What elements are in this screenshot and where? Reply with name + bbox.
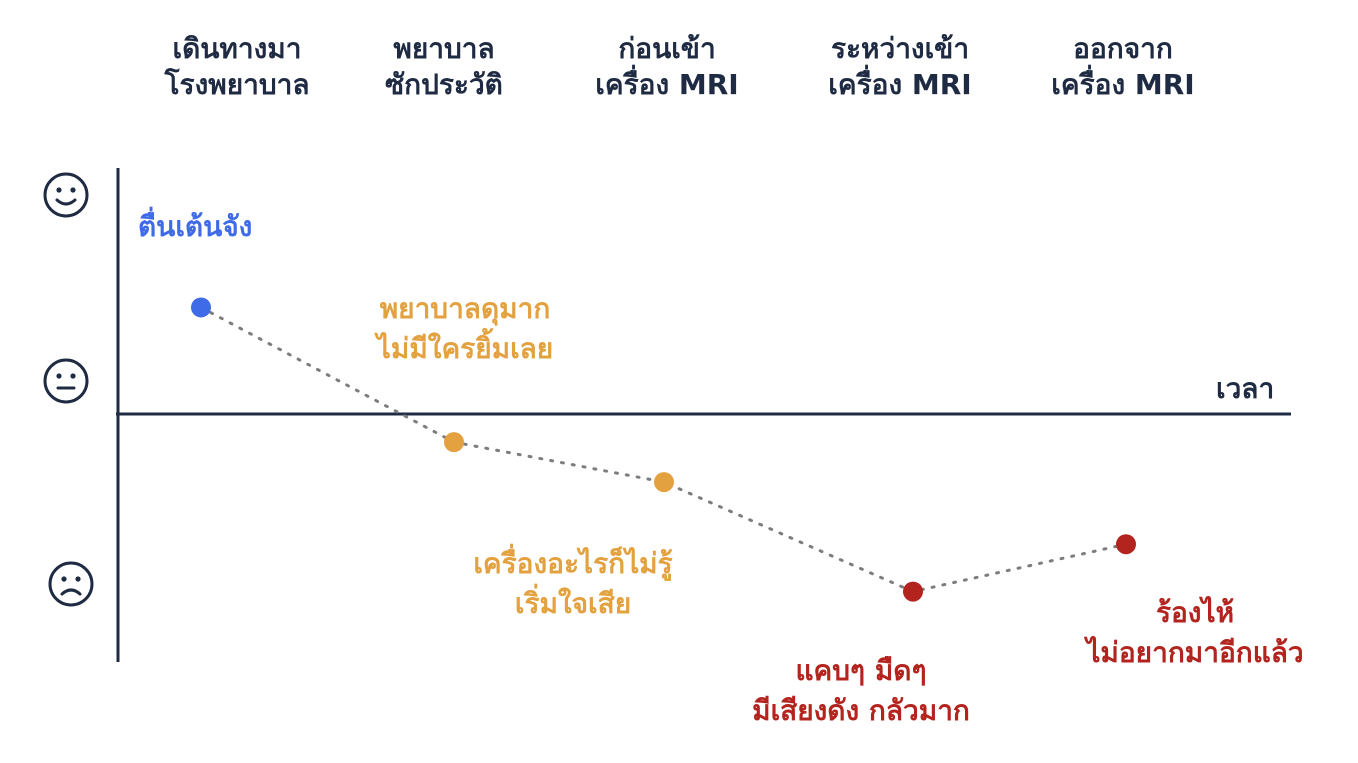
annotation-unknown-machine: เครื่องอะไรก็ไม่รู้ เริ่มใจเสีย [437, 544, 709, 624]
journey-point [444, 432, 464, 453]
annotation-line2: เริ่มใจเสีย [514, 587, 632, 620]
journey-points [191, 297, 1136, 602]
neutral-face-icon [43, 358, 89, 404]
annotation-crying: ร้องไห้ ไม่อยากมาอีกแล้ว [1060, 593, 1330, 673]
stage-title-before-mri: ก่อนเข้า เครื่อง MRI [557, 31, 777, 103]
journey-point [654, 472, 674, 493]
stage-title-during-mri: ระหว่างเข้า เครื่อง MRI [790, 31, 1010, 103]
stage-title-line1: เดินทางมา [172, 32, 302, 65]
stage-title-line2: ซักประวัติ [385, 68, 503, 101]
stage-title-nurse-history: พยาบาล ซักประวัติ [334, 31, 554, 103]
annotation-excited: ตื่นเต้นจัง [138, 207, 252, 247]
stage-title-line1: ออกจาก [1073, 32, 1173, 65]
annotation-dark-cramped: แคบๆ มืดๆ มีเสียงดัง กลัวมาก [719, 651, 1003, 731]
stage-title-line1: พยาบาล [393, 32, 495, 65]
sad-face-icon [48, 561, 94, 607]
annotation-line2: ไม่อยากมาอีกแล้ว [1086, 636, 1304, 669]
annotation-line1: พยาบาลดุมาก [379, 292, 551, 325]
stage-title-line1: ก่อนเข้า [618, 32, 716, 65]
journey-point [191, 297, 211, 318]
stage-title-travel: เดินทางมา โรงพยาบาล [127, 31, 347, 103]
happy-face-icon [43, 172, 89, 218]
annotation-line2: มีเสียงดัง กลัวมาก [752, 694, 970, 727]
journey-point [903, 581, 923, 602]
annotation-line1: ร้องไห้ [1155, 596, 1235, 629]
stage-title-line2: เครื่อง MRI [1051, 68, 1195, 101]
annotation-line1: ตื่นเต้นจัง [138, 210, 253, 243]
journey-point [1116, 534, 1136, 555]
stage-title-line2: โรงพยาบาล [164, 68, 310, 101]
stage-title-line2: เครื่อง MRI [828, 68, 972, 101]
stage-title-after-mri: ออกจาก เครื่อง MRI [1013, 31, 1233, 103]
annotation-line2: ไม่มีใครยิ้มเลย [376, 332, 554, 365]
annotation-strict-nurse: พยาบาลดุมาก ไม่มีใครยิ้มเลย [345, 289, 585, 369]
annotation-line1: เครื่องอะไรก็ไม่รู้ [473, 547, 673, 580]
time-axis-label: เวลา [1216, 372, 1275, 405]
annotation-line1: แคบๆ มืดๆ [795, 654, 927, 687]
stage-title-line2: เครื่อง MRI [595, 68, 739, 101]
stage-title-line1: ระหว่างเข้า [830, 32, 970, 65]
